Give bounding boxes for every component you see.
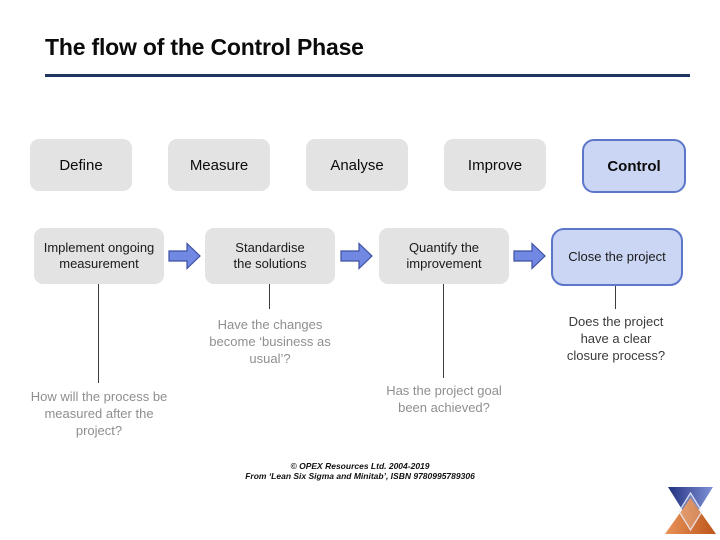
title-underline bbox=[45, 74, 690, 77]
phase-label: Analyse bbox=[330, 156, 384, 174]
flow-step-label: Standardise the solutions bbox=[233, 240, 307, 271]
question-closure-process: Does the project have a clear closure pr… bbox=[566, 314, 666, 363]
flow-step-standardise-solutions: Standardise the solutions bbox=[205, 228, 335, 284]
question-goal-achieved: Has the project goal been achieved? bbox=[386, 383, 502, 415]
arrow-right-icon bbox=[168, 242, 201, 270]
arrow-right-icon bbox=[340, 242, 373, 270]
phase-box-control-highlighted: Control bbox=[582, 139, 686, 193]
phase-label: Define bbox=[59, 156, 103, 174]
arrow-right-icon bbox=[513, 242, 546, 270]
flow-step-implement-measurement: Implement ongoing measurement bbox=[34, 228, 164, 284]
question-measured-after: How will the process be measured after t… bbox=[30, 389, 168, 438]
phase-box-analyse: Analyse bbox=[306, 139, 408, 191]
phase-box-improve: Improve bbox=[444, 139, 546, 191]
flow-step-label: Implement ongoing measurement bbox=[43, 240, 155, 271]
question-business-as-usual: Have the changes become ‘business as usu… bbox=[209, 317, 331, 366]
phase-label: Control bbox=[607, 157, 661, 175]
connector-line bbox=[98, 284, 99, 383]
flow-step-close-project-highlighted: Close the project bbox=[551, 228, 683, 286]
flow-step-label: Quantify the improvement bbox=[406, 240, 482, 271]
phase-box-measure: Measure bbox=[168, 139, 270, 191]
phase-label: Measure bbox=[189, 156, 249, 174]
opex-hourglass-logo-icon bbox=[665, 487, 716, 534]
flow-step-label: Close the project bbox=[568, 249, 666, 264]
footer-source: From ‘Lean Six Sigma and Minitab’, ISBN … bbox=[245, 471, 475, 481]
phase-box-define: Define bbox=[30, 139, 132, 191]
phase-label: Improve bbox=[467, 156, 523, 174]
page-title: The flow of the Control Phase bbox=[45, 34, 364, 60]
flow-step-quantify-improvement: Quantify the improvement bbox=[379, 228, 509, 284]
footer-copyright: © OPEX Resources Ltd. 2004-2019 bbox=[290, 461, 430, 471]
connector-line bbox=[443, 284, 444, 378]
connector-line bbox=[269, 284, 270, 309]
connector-line bbox=[615, 286, 616, 309]
footer: © OPEX Resources Ltd. 2004-2019 From ‘Le… bbox=[0, 461, 720, 481]
